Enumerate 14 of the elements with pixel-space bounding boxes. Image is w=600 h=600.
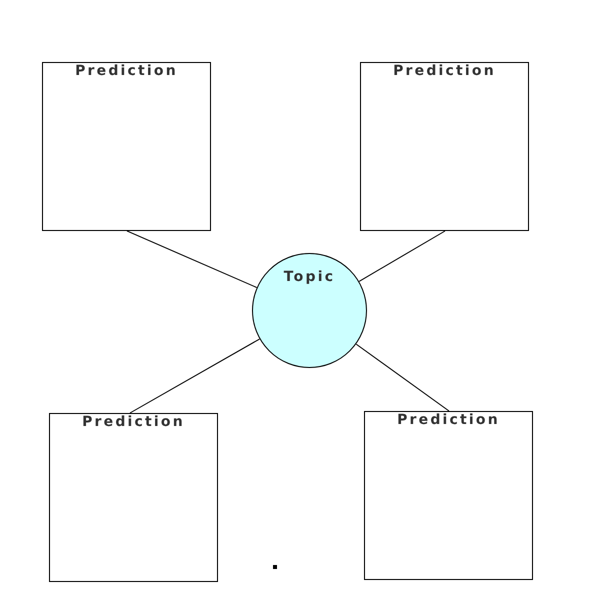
prediction-box	[42, 62, 211, 231]
box-heading: Prediction	[82, 414, 185, 430]
prediction-box	[49, 413, 218, 582]
prediction-box	[360, 62, 529, 231]
connector-line	[356, 344, 450, 412]
connector-line	[130, 338, 260, 414]
box-heading: Prediction	[75, 63, 178, 79]
prediction-box	[364, 411, 533, 580]
connector-line	[126, 230, 258, 288]
circle-heading: Topic	[284, 269, 336, 285]
box-heading: Prediction	[393, 63, 496, 79]
topic-circle	[252, 253, 367, 368]
connector-line	[358, 230, 446, 282]
box-heading: Prediction	[397, 412, 500, 428]
